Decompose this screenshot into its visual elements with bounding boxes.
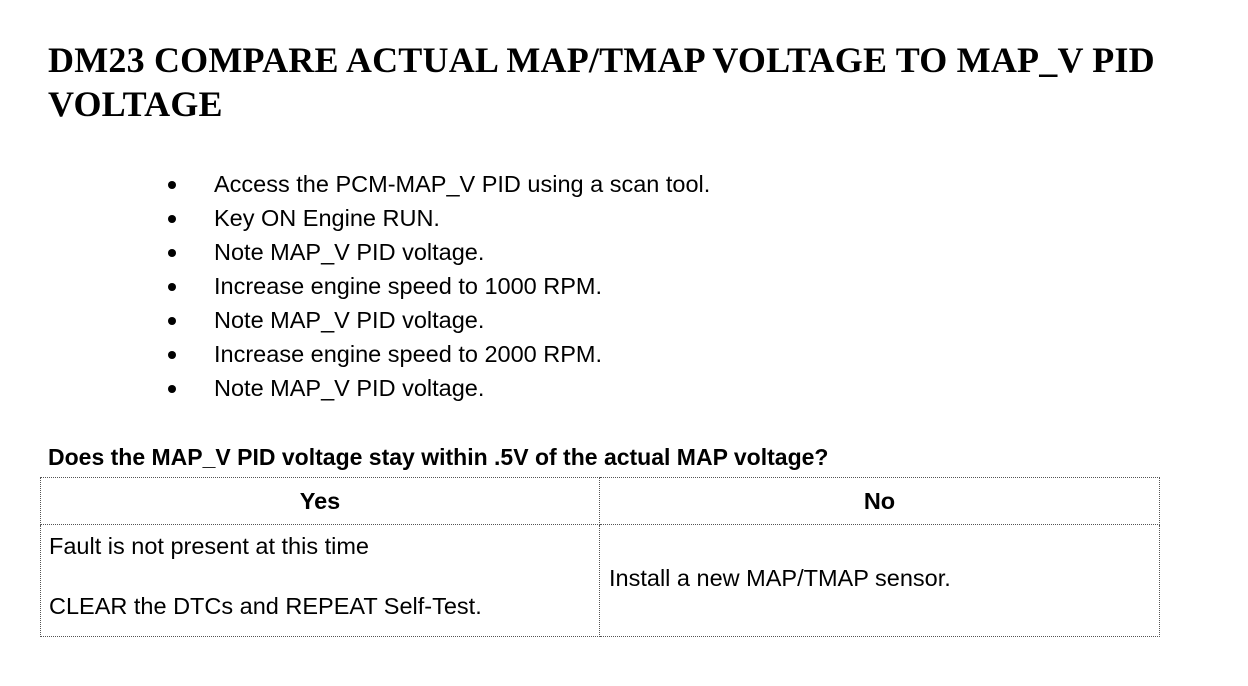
decision-question: Does the MAP_V PID voltage stay within .… bbox=[48, 444, 829, 470]
page-title: DM23 COMPARE ACTUAL MAP/TMAP VOLTAGE TO … bbox=[48, 40, 1155, 124]
no-column-header: No bbox=[599, 477, 1160, 525]
bullet-icon bbox=[168, 283, 176, 291]
procedure-steps-list: Access the PCM-MAP_V PID using a scan to… bbox=[160, 167, 710, 405]
step-text: Increase engine speed to 2000 RPM. bbox=[214, 341, 603, 367]
yes-result-cell: Fault is not present at this time CLEAR … bbox=[40, 524, 600, 637]
no-action-line: Install a new MAP/TMAP sensor. bbox=[609, 564, 951, 591]
step-text: Access the PCM-MAP_V PID using a scan to… bbox=[214, 171, 711, 197]
yes-action-line: CLEAR the DTCs and REPEAT Self-Test. bbox=[49, 593, 482, 619]
bullet-icon bbox=[168, 215, 176, 223]
list-item: Access the PCM-MAP_V PID using a scan to… bbox=[160, 167, 710, 201]
table-header-row: Yes No bbox=[40, 477, 1160, 525]
list-item: Note MAP_V PID voltage. bbox=[160, 371, 710, 405]
list-item: Increase engine speed to 1000 RPM. bbox=[160, 269, 710, 303]
yes-result-line: Fault is not present at this time bbox=[49, 533, 370, 559]
list-item: Key ON Engine RUN. bbox=[160, 201, 710, 235]
no-result-cell: Install a new MAP/TMAP sensor. bbox=[599, 524, 1160, 637]
step-text: Note MAP_V PID voltage. bbox=[214, 307, 485, 333]
step-text: Increase engine speed to 1000 RPM. bbox=[214, 273, 603, 299]
bullet-icon bbox=[168, 351, 176, 359]
table-row: Fault is not present at this time CLEAR … bbox=[40, 524, 1160, 637]
bullet-icon bbox=[168, 317, 176, 325]
step-text: Note MAP_V PID voltage. bbox=[214, 375, 485, 401]
yes-column-header: Yes bbox=[40, 477, 600, 525]
bullet-icon bbox=[168, 385, 176, 393]
list-item: Note MAP_V PID voltage. bbox=[160, 235, 710, 269]
step-text: Note MAP_V PID voltage. bbox=[214, 239, 485, 265]
list-item: Note MAP_V PID voltage. bbox=[160, 303, 710, 337]
list-item: Increase engine speed to 2000 RPM. bbox=[160, 337, 710, 371]
bullet-icon bbox=[168, 249, 176, 257]
bullet-icon bbox=[168, 181, 176, 189]
decision-table: Yes No Fault is not present at this time… bbox=[40, 477, 1160, 637]
step-text: Key ON Engine RUN. bbox=[214, 205, 440, 231]
